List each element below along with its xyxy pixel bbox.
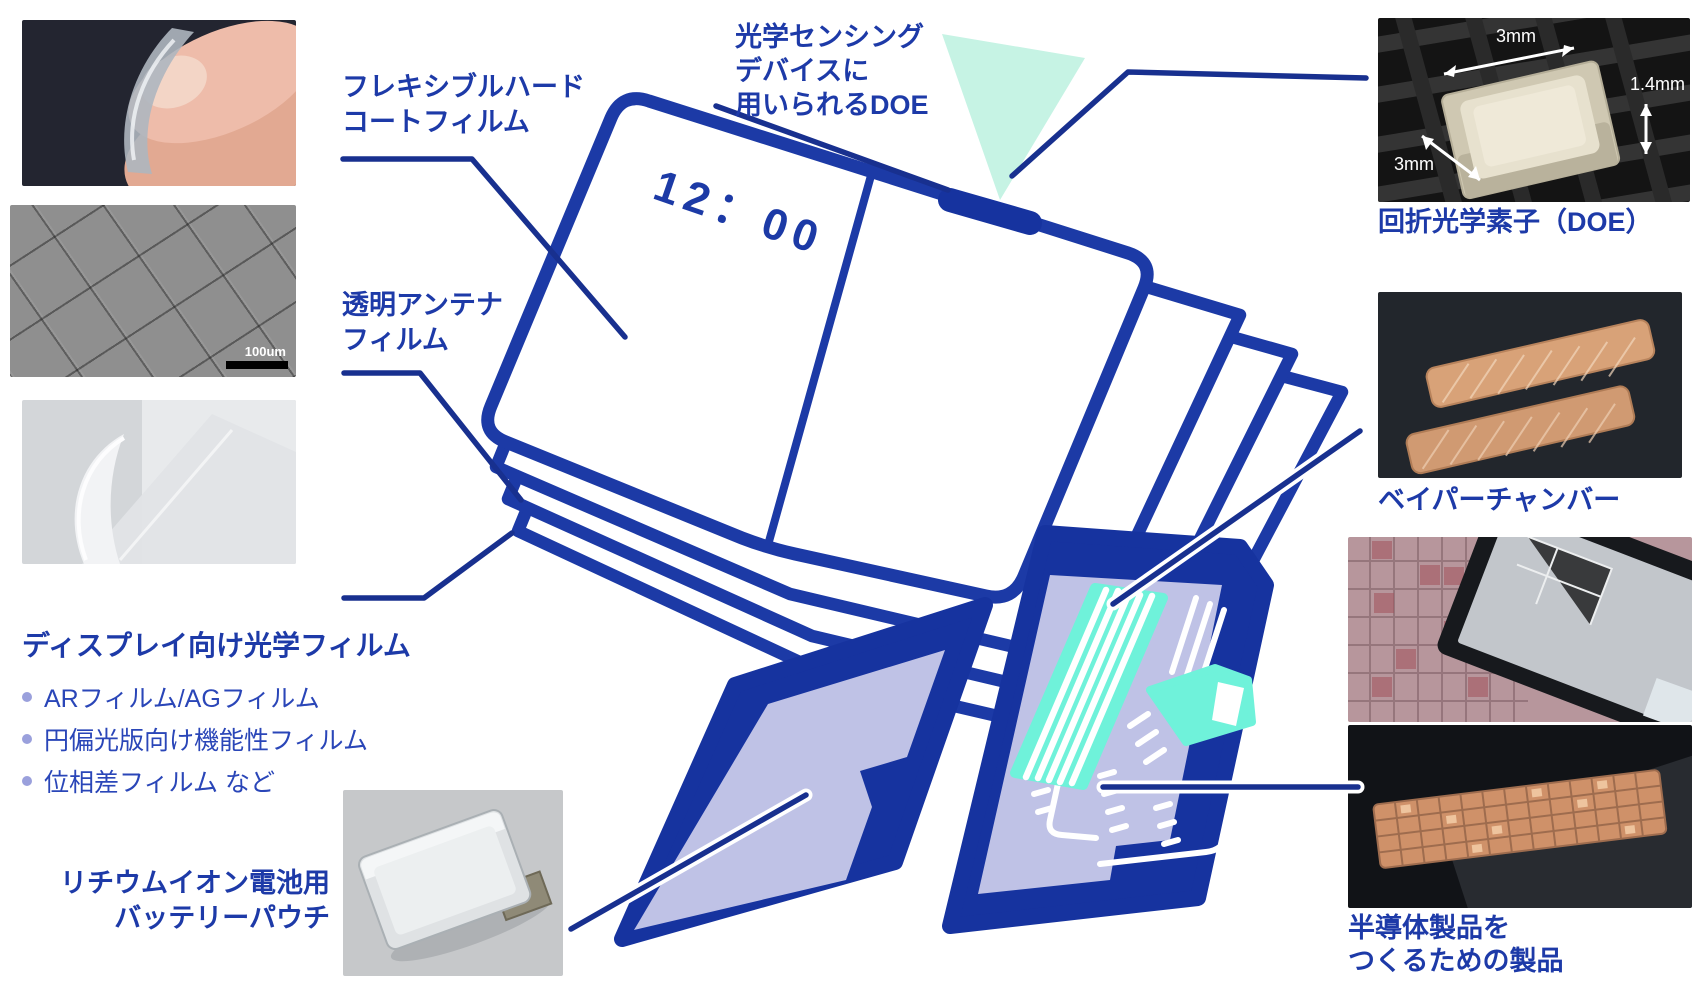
leader-display-optical-film [341, 530, 515, 601]
bullet-dot [22, 734, 32, 744]
flexible-film-photo-art [22, 20, 296, 186]
bent-film [124, 28, 194, 174]
back-left-half [614, 597, 993, 947]
film-layer-1 [489, 125, 1247, 669]
list-item: 円偏光版向け機能性フィルム [22, 718, 368, 760]
list-item-text: 位相差フィルム など [44, 769, 275, 797]
leadframe-pads [1400, 780, 1636, 854]
vapor-chamber-photo [1378, 292, 1682, 478]
film-sheet [82, 414, 296, 564]
circuit-traces [1031, 595, 1236, 867]
optical-film-photo-art [22, 400, 296, 564]
phone-cover-outline [481, 92, 1154, 604]
leader-casings [564, 424, 1367, 936]
copper-strip [1405, 385, 1636, 475]
dim-right-label: 1.4mm [1630, 74, 1685, 94]
label-line: フレキシブルハード [342, 72, 585, 102]
label-line: コートフィルム [342, 107, 530, 137]
doe-photo-art: 3mm 1.4mm 3mm [1378, 18, 1690, 202]
label-transparent-antenna-film: 透明アンテナ フィルム [342, 288, 503, 358]
vapor-chamber-photo-art [1378, 292, 1682, 478]
leader-battery-pouch [568, 792, 809, 932]
dim-top-label: 3mm [1496, 26, 1536, 46]
leadframe-photo [1348, 725, 1692, 908]
film-layer-3 [511, 201, 1349, 759]
list-item: ARフィルム/AGフィルム [22, 676, 368, 718]
caption-vapor-chamber: ベイパーチャンバー [1378, 484, 1620, 517]
label-line: 光学センシング [735, 22, 924, 52]
caption-line: つくるための製品 [1348, 946, 1564, 976]
label-line: デバイスに [735, 56, 870, 86]
list-item-text: ARフィルム/AGフィルム [44, 685, 320, 713]
caption-text: 回折光学素子（DOE） [1378, 207, 1653, 237]
film-edge-highlight [76, 436, 126, 561]
doe-chip [1441, 60, 1621, 200]
caption-semiconductor: 半導体製品を つくるための製品 [1348, 912, 1563, 978]
label-doe-sensing-device: 光学センシング デバイスに 用いられるDOE [735, 20, 929, 122]
list-item-text: 円偏光版向け機能性フィルム [44, 727, 369, 755]
highlighted-component [1146, 664, 1256, 746]
battery-face [374, 826, 516, 935]
vapor-chamber-stripes [1022, 586, 1156, 787]
back-right-half [942, 525, 1274, 934]
light-cone [942, 34, 1085, 200]
leader-transparent-antenna [341, 370, 524, 503]
list-item: 位相差フィルム など [22, 760, 368, 802]
screen-reflection [1516, 537, 1614, 626]
caption-doe: 回折光学素子（DOE） [1378, 206, 1653, 239]
leader-vapor-chamber [1110, 428, 1363, 607]
flexible-film-photo [22, 20, 296, 186]
desk-highlight [1642, 677, 1692, 722]
bullet-dot [22, 776, 32, 786]
battery-pouch [357, 809, 553, 962]
optical-film-photo [22, 400, 296, 564]
leader-doe-photo [1009, 69, 1369, 179]
film-highlight [130, 38, 176, 161]
left-battery-area [634, 650, 945, 930]
label-line: バッテリーパウチ [114, 903, 330, 933]
wafer-dies [1372, 541, 1488, 697]
tablet-wafer-photo-art [1348, 537, 1692, 722]
phone-back [614, 525, 1274, 947]
tablet [1437, 537, 1692, 722]
doe-photo: 3mm 1.4mm 3mm [1378, 18, 1690, 202]
leadframe-grid [1374, 772, 1665, 866]
vapor-chamber-band [1010, 583, 1168, 790]
display-optical-film-list: ARフィルム/AGフィルム 円偏光版向け機能性フィルム 位相差フィルム など [22, 676, 368, 802]
display-optical-film-heading: ディスプレイ向け光学フィルム [22, 628, 411, 663]
sem-scale-bar [226, 361, 288, 369]
film-layers [489, 125, 1349, 759]
dim-side-label: 3mm [1394, 154, 1434, 174]
label-line: フィルム [342, 325, 449, 355]
caption-line: 半導体製品を [1348, 913, 1510, 943]
caption-text: ベイパーチャンバー [1378, 485, 1621, 515]
sem-scale-label: 100um [244, 344, 286, 359]
film-layer-2 [501, 163, 1299, 715]
chip-plateau [1473, 85, 1586, 167]
label-line: 用いられるDOE [735, 90, 929, 120]
leadframe-photo-art [1348, 725, 1692, 908]
label-flexible-hard-coat-film: フレキシブルハード コートフィルム [342, 70, 585, 140]
battery-pouch-photo-art [343, 790, 563, 976]
camera-notch [938, 188, 1042, 235]
label-line: リチウムイオン電池用 [60, 868, 330, 898]
copper-strip [1425, 319, 1656, 408]
label-line: 透明アンテナ [342, 290, 503, 320]
antenna-mesh-sem-photo: 100um [10, 205, 296, 377]
copper-leadframe [1372, 769, 1668, 869]
right-battery-area [978, 575, 1222, 894]
tablet-screen [1458, 537, 1692, 722]
film-curl [74, 434, 124, 564]
bullet-dot [22, 692, 32, 702]
film-crease [118, 429, 234, 561]
dimension-arrows [1421, 45, 1652, 182]
screen-clock: 12：00 [648, 161, 831, 265]
battery-pouch-photo [343, 790, 563, 976]
heading-text: ディスプレイ向け光学フィルム [22, 630, 411, 661]
fold-line [764, 168, 876, 549]
tablet-wafer-photo [1348, 537, 1692, 722]
label-battery-pouch: リチウムイオン電池用 バッテリーパウチ [30, 866, 330, 936]
